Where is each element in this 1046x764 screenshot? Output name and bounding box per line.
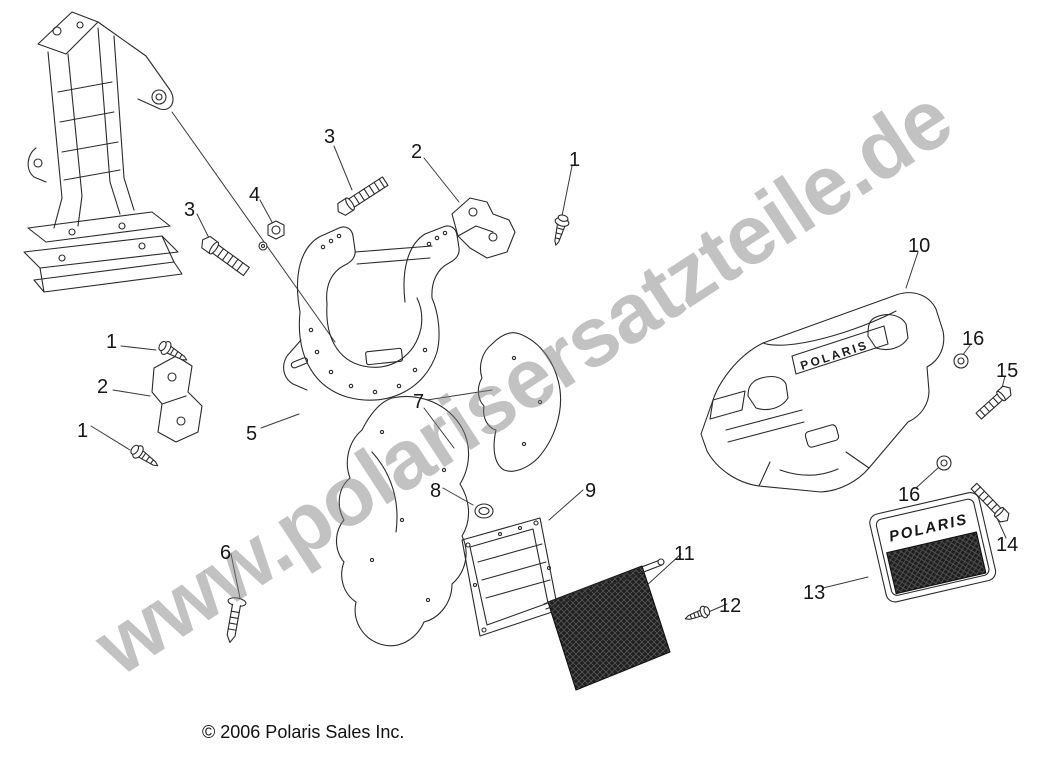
callout-15-bolt: 15 [996, 360, 1019, 382]
screw-12-icon [684, 605, 711, 620]
fender-panel-small [477, 332, 562, 472]
bolt-3-left-icon [201, 235, 250, 277]
mesh-screen [543, 558, 671, 691]
callout-3-upper-bolt: 3 [324, 126, 336, 148]
callout-10-front-bumper: 10 [908, 235, 931, 257]
callout-16-washer-upper: 16 [962, 328, 985, 350]
chassis-frame [23, 11, 183, 293]
callout-12-screw: 12 [719, 595, 742, 617]
callout-2-lower-bracket: 2 [97, 376, 109, 398]
callout-11-mesh-screen: 11 [674, 543, 695, 565]
front-bumper: POLARIS [700, 292, 945, 493]
copyright-text: © 2006 Polaris Sales Inc. [202, 722, 405, 742]
callout-5-bumper-mount: 5 [246, 423, 258, 445]
callout-14-bolt: 14 [996, 534, 1019, 556]
washer-lower-icon [936, 455, 952, 471]
callout-1-lower-screw: 1 [77, 420, 89, 442]
callout-4-nut: 4 [249, 184, 261, 206]
callout-1-mid-screw: 1 [106, 331, 118, 353]
callout-1-upper-screw: 1 [569, 149, 581, 171]
callout-6-push-rivet: 6 [220, 542, 232, 564]
bumper-mount [283, 225, 460, 401]
nut-icon [258, 220, 285, 251]
callout-8-grommet: 8 [430, 480, 442, 502]
mount-bracket-lower [151, 355, 203, 443]
access-panel [461, 517, 559, 637]
callout-7-fender-panels: 7 [413, 391, 425, 413]
grille-panel: POLARIS [869, 492, 997, 603]
callout-2-upper-bracket: 2 [411, 141, 423, 163]
grommet-icon [474, 503, 494, 519]
bumper-logo-text: POLARIS [799, 338, 871, 373]
leader-lines [90, 111, 1007, 614]
screw-1-lower-icon [130, 444, 159, 467]
screw-1-mid-icon [158, 340, 188, 361]
callout-3-left-bolt: 3 [184, 199, 196, 221]
screw-1-upper-icon [554, 214, 570, 246]
bolt-3-upper-icon [337, 176, 389, 216]
bolt-15-icon [975, 385, 1012, 420]
mount-bracket-upper [451, 197, 516, 259]
callout-16-washer-lower: 16 [898, 484, 921, 506]
fender-panel-large [335, 395, 470, 647]
washer-upper-icon [953, 353, 969, 369]
callout-9-access-panel: 9 [585, 480, 597, 502]
push-rivet-icon [226, 597, 247, 643]
bolt-14-icon [970, 482, 1010, 523]
callout-13-grille-panel: 13 [803, 582, 826, 604]
